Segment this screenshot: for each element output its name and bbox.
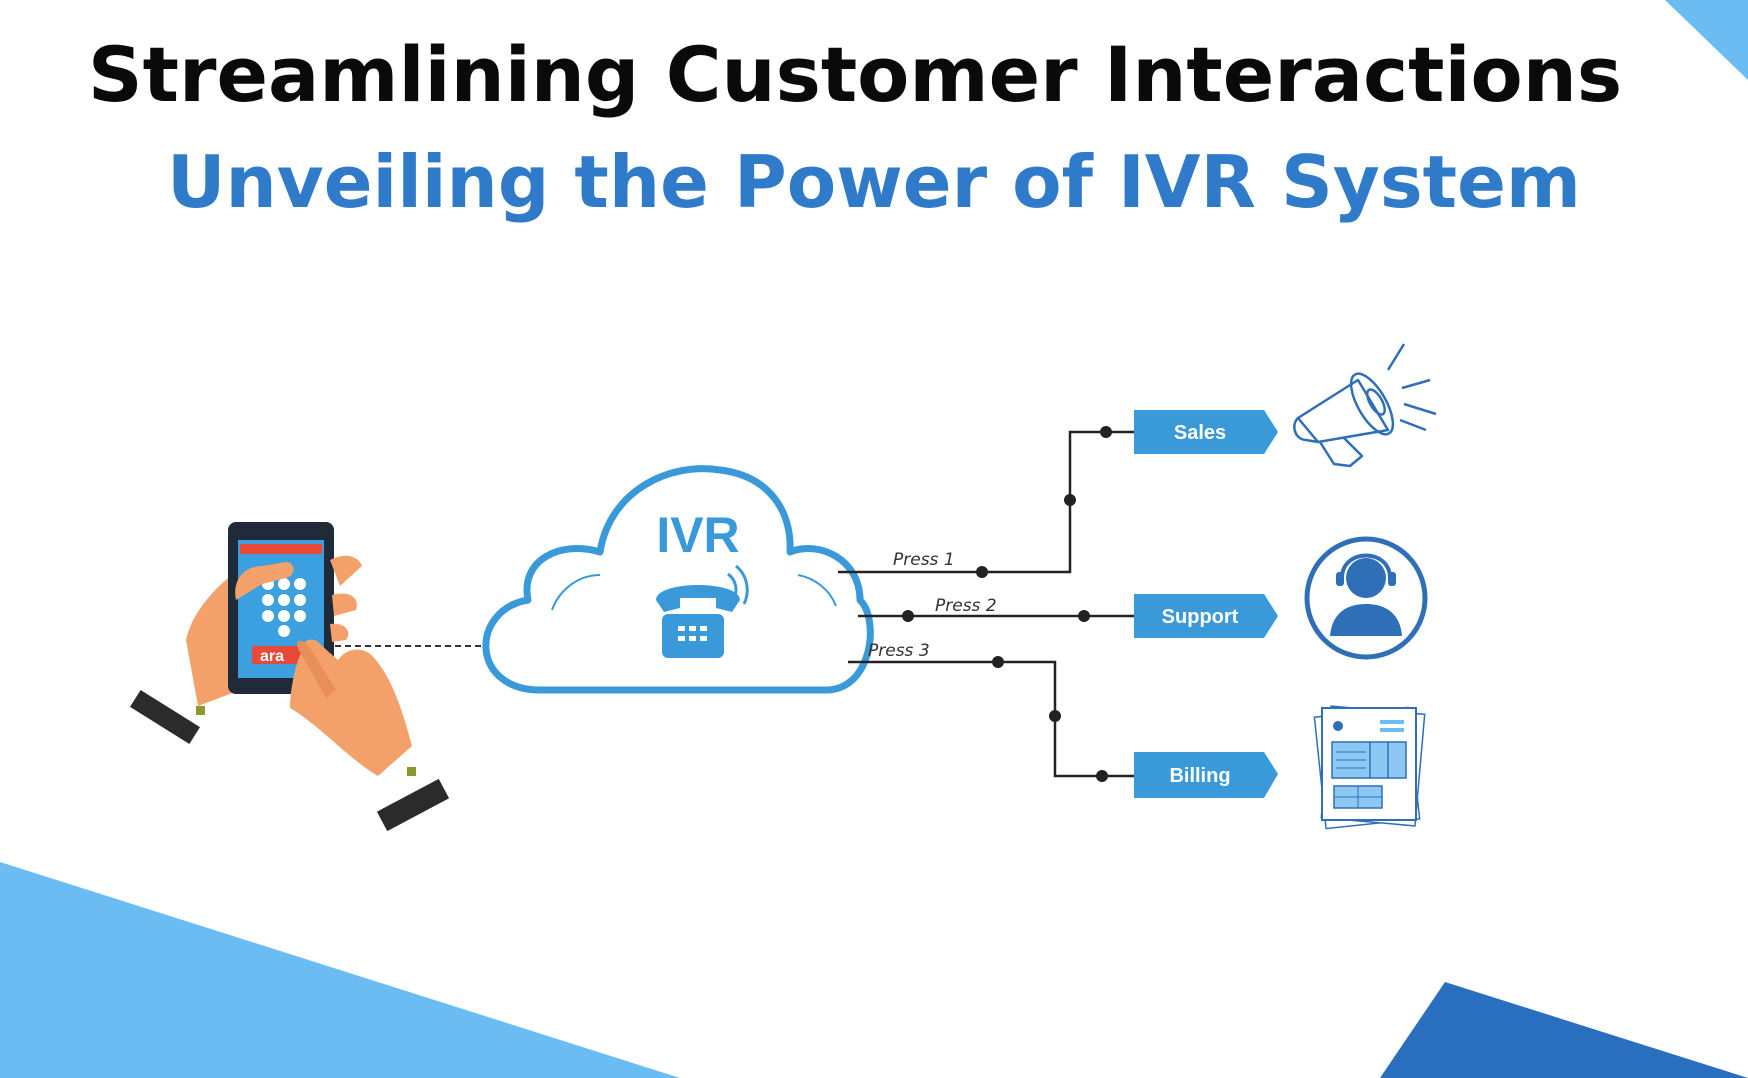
tag-billing-label: Billing xyxy=(1169,765,1230,787)
tag-support: Support xyxy=(1134,594,1278,638)
tag-billing: Billing xyxy=(1134,752,1278,798)
press-1-label: Press 1 xyxy=(893,550,955,570)
megaphone-icon xyxy=(1293,343,1437,468)
title-subtitle: Unveiling the Power of IVR System xyxy=(167,140,1581,224)
phone-screen-text: ara xyxy=(260,648,284,665)
telephone-icon xyxy=(656,564,749,658)
tag-sales-label: Sales xyxy=(1174,422,1226,444)
press-3-label: Press 3 xyxy=(868,641,930,661)
press-2-label: Press 2 xyxy=(935,596,997,616)
title-main: Streamlining Customer Interactions xyxy=(87,30,1623,119)
cloud-label-ivr: IVR xyxy=(656,507,739,563)
tag-sales: Sales xyxy=(1134,410,1278,454)
headset-agent-icon xyxy=(1304,536,1428,660)
ivr-cloud: IVR xyxy=(482,465,874,694)
corner-shape-bottom-left xyxy=(0,862,680,1078)
tag-support-label: Support xyxy=(1162,606,1239,628)
hand-phone-illustration: ara xyxy=(130,522,450,832)
corner-triangle-top-right xyxy=(1665,0,1748,80)
corner-shape-bottom-right xyxy=(1380,982,1748,1078)
invoice-document-icon xyxy=(1313,705,1426,830)
route-nodes xyxy=(902,426,1112,782)
